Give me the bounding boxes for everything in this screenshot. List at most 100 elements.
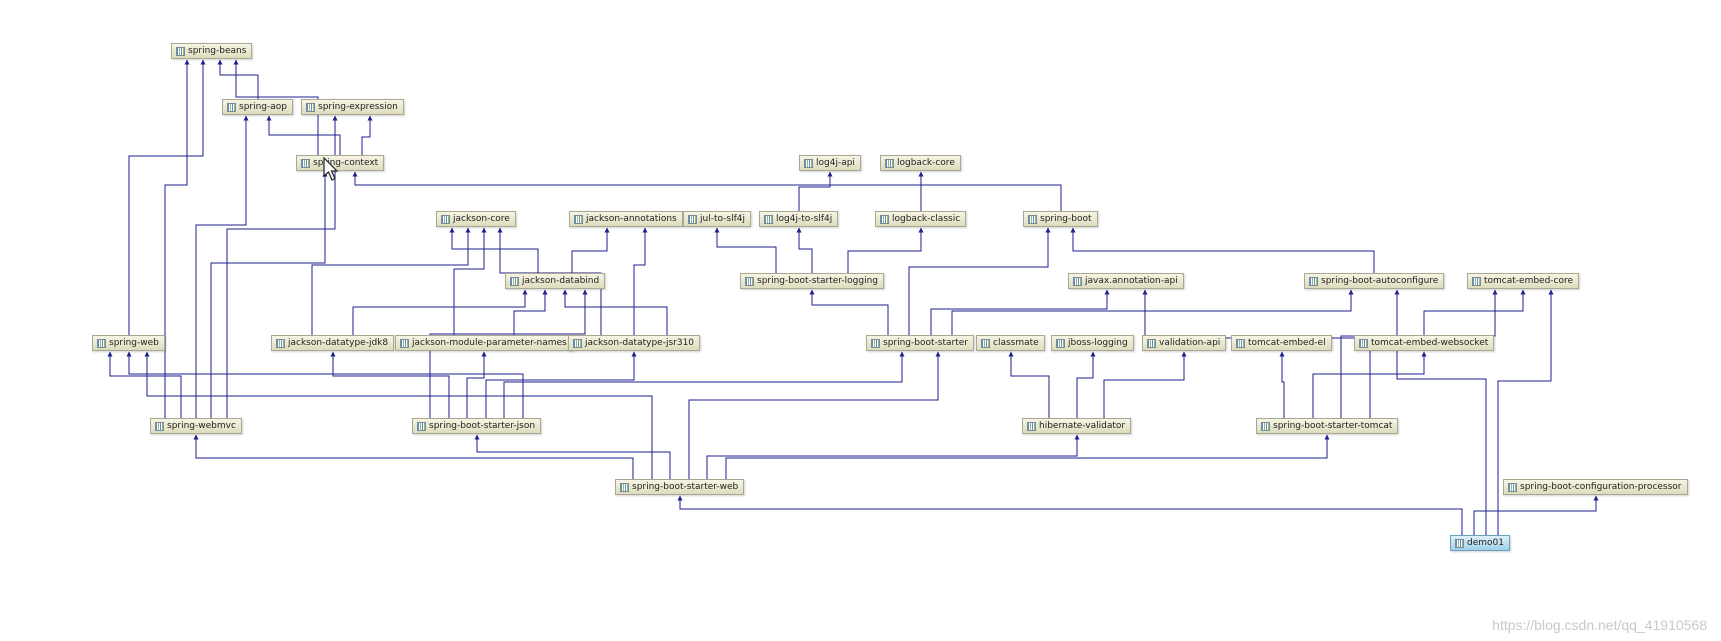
node-spring-boot-starter[interactable]: spring-boot-starter	[866, 335, 974, 351]
edge-spring-boot-starter-web-to-spring-web	[144, 351, 653, 479]
edge-spring-boot-starter-to-spring-boot	[908, 227, 1051, 335]
jar-icon	[510, 276, 519, 286]
node-jackson-datatype-jdk8[interactable]: jackson-datatype-jdk8	[271, 335, 395, 351]
node-spring-boot-starter-web[interactable]: spring-boot-starter-web	[615, 479, 745, 495]
node-logback-classic[interactable]: logback-classic	[875, 211, 967, 227]
edge-spring-webmvc-to-spring-beans	[164, 59, 190, 418]
node-spring-boot[interactable]: spring-boot	[1023, 211, 1098, 227]
node-jboss-logging[interactable]: jboss-logging	[1051, 335, 1134, 351]
edge-jackson-databind-to-jackson-annotations	[571, 227, 610, 273]
jar-icon	[764, 214, 773, 224]
node-jackson-datatype-jsr310[interactable]: jackson-datatype-jsr310	[568, 335, 701, 351]
edge-spring-boot-starter-logging-to-jul-to-slf4j	[714, 227, 777, 273]
node-spring-web[interactable]: spring-web	[92, 335, 165, 351]
edge-spring-boot-starter-tomcat-to-tomcat-embed-core	[1340, 289, 1498, 418]
node-jackson-module-parameter-names[interactable]: jackson-module-parameter-names	[395, 335, 573, 351]
node-validation-api[interactable]: validation-api	[1142, 335, 1227, 351]
edge-jackson-module-parameter-names-to-jackson-databind	[513, 289, 548, 335]
jar-icon	[441, 214, 450, 224]
jar-icon	[573, 338, 582, 348]
node-spring-expression[interactable]: spring-expression	[301, 99, 404, 115]
edge-spring-boot-starter-tomcat-to-javax-annotation-api	[1142, 289, 1371, 418]
jar-icon	[97, 338, 106, 348]
edge-spring-boot-starter-json-to-spring-web	[126, 351, 524, 418]
edge-demo01-to-tomcat-embed-core	[1497, 289, 1554, 535]
edge-spring-context-to-spring-beans	[233, 59, 319, 155]
node-javax-annotation-api[interactable]: javax.annotation-api	[1068, 273, 1184, 289]
node-spring-boot-configuration-processor[interactable]: spring-boot-configuration-processor	[1503, 479, 1688, 495]
node-hibernate-validator[interactable]: hibernate-validator	[1022, 418, 1132, 434]
edge-spring-webmvc-to-spring-expression	[226, 115, 338, 418]
jar-icon	[1508, 482, 1517, 492]
node-jackson-annotations[interactable]: jackson-annotations	[569, 211, 683, 227]
node-spring-boot-autoconfigure[interactable]: spring-boot-autoconfigure	[1304, 273, 1445, 289]
edge-spring-webmvc-to-spring-web	[107, 351, 182, 418]
jar-icon	[1455, 538, 1464, 548]
edge-spring-boot-starter-tomcat-to-tomcat-embed-websocket	[1312, 351, 1427, 418]
jar-icon	[176, 46, 185, 56]
jar-icon	[1073, 276, 1082, 286]
jar-icon	[871, 338, 880, 348]
jar-icon	[301, 158, 310, 168]
jar-icon	[276, 338, 285, 348]
node-tomcat-embed-websocket[interactable]: tomcat-embed-websocket	[1354, 335, 1495, 351]
edge-spring-boot-starter-web-to-spring-boot-starter-json	[474, 434, 671, 479]
edge-spring-boot-starter-to-spring-boot-autoconfigure	[951, 289, 1354, 335]
cursor-arrow-icon	[323, 157, 339, 181]
edge-spring-context-to-spring-aop	[266, 115, 341, 155]
edge-spring-webmvc-to-spring-aop	[195, 115, 249, 418]
node-spring-boot-starter-logging[interactable]: spring-boot-starter-logging	[740, 273, 884, 289]
edge-tomcat-embed-websocket-to-tomcat-embed-core	[1423, 289, 1526, 335]
node-spring-boot-starter-tomcat[interactable]: spring-boot-starter-tomcat	[1256, 418, 1399, 434]
edge-jackson-datatype-jsr310-to-jackson-databind	[562, 289, 668, 335]
node-classmate[interactable]: classmate	[976, 335, 1045, 351]
jar-icon	[227, 102, 236, 112]
edge-demo01-to-spring-boot-configuration-processor	[1473, 495, 1599, 535]
node-tomcat-embed-core[interactable]: tomcat-embed-core	[1467, 273, 1580, 289]
node-log4j-api[interactable]: log4j-api	[799, 155, 861, 171]
jar-icon	[1028, 214, 1037, 224]
jar-icon	[1236, 338, 1245, 348]
jar-icon	[1472, 276, 1481, 286]
node-spring-aop[interactable]: spring-aop	[222, 99, 294, 115]
jar-icon	[885, 158, 894, 168]
node-spring-context[interactable]: spring-context	[296, 155, 385, 171]
node-spring-beans[interactable]: spring-beans	[171, 43, 253, 59]
edge-jackson-databind-to-jackson-core	[449, 227, 539, 273]
jar-icon	[574, 214, 583, 224]
edge-demo01-to-spring-boot-starter-web	[677, 495, 1463, 535]
jar-icon	[417, 421, 426, 431]
edge-spring-context-to-spring-expression	[361, 115, 373, 155]
edge-spring-webmvc-to-spring-context	[210, 171, 328, 418]
edge-demo01-to-spring-boot-autoconfigure	[1394, 289, 1487, 535]
edge-spring-boot-starter-to-javax-annotation-api	[930, 289, 1110, 335]
edge-hibernate-validator-to-validation-api	[1103, 351, 1187, 418]
jar-icon	[1309, 276, 1318, 286]
edge-jackson-module-parameter-names-to-jackson-core	[453, 227, 487, 335]
node-logback-core[interactable]: logback-core	[880, 155, 961, 171]
jar-icon	[688, 214, 697, 224]
edge-spring-boot-starter-json-to-jackson-module-parameter-names	[466, 351, 487, 418]
edge-spring-boot-starter-json-to-jackson-databind	[429, 289, 588, 418]
edge-spring-boot-starter-to-spring-boot-starter-logging	[809, 289, 889, 335]
node-jul-to-slf4j[interactable]: jul-to-slf4j	[683, 211, 751, 227]
node-jackson-databind[interactable]: jackson-databind	[505, 273, 606, 289]
jar-icon	[155, 421, 164, 431]
node-log4j-to-slf4j[interactable]: log4j-to-slf4j	[759, 211, 839, 227]
jar-icon	[1261, 421, 1270, 431]
jar-icon	[745, 276, 754, 286]
edge-hibernate-validator-to-jboss-logging	[1076, 351, 1096, 418]
edge-spring-boot-starter-json-to-jackson-datatype-jdk8	[330, 351, 450, 418]
edge-log4j-to-slf4j-to-log4j-api	[798, 171, 833, 211]
edge-spring-web-to-spring-beans	[128, 59, 206, 335]
node-spring-boot-starter-json[interactable]: spring-boot-starter-json	[412, 418, 542, 434]
node-tomcat-embed-el[interactable]: tomcat-embed-el	[1231, 335, 1332, 351]
node-demo01-root[interactable]: demo01	[1450, 535, 1510, 551]
edge-spring-boot-starter-web-to-spring-webmvc	[193, 434, 634, 479]
node-jackson-core[interactable]: jackson-core	[436, 211, 516, 227]
node-spring-webmvc[interactable]: spring-webmvc	[150, 418, 242, 434]
edge-spring-boot-starter-json-to-jackson-datatype-jsr310	[485, 351, 637, 418]
edge-spring-boot-starter-tomcat-to-tomcat-embed-el	[1279, 351, 1285, 418]
